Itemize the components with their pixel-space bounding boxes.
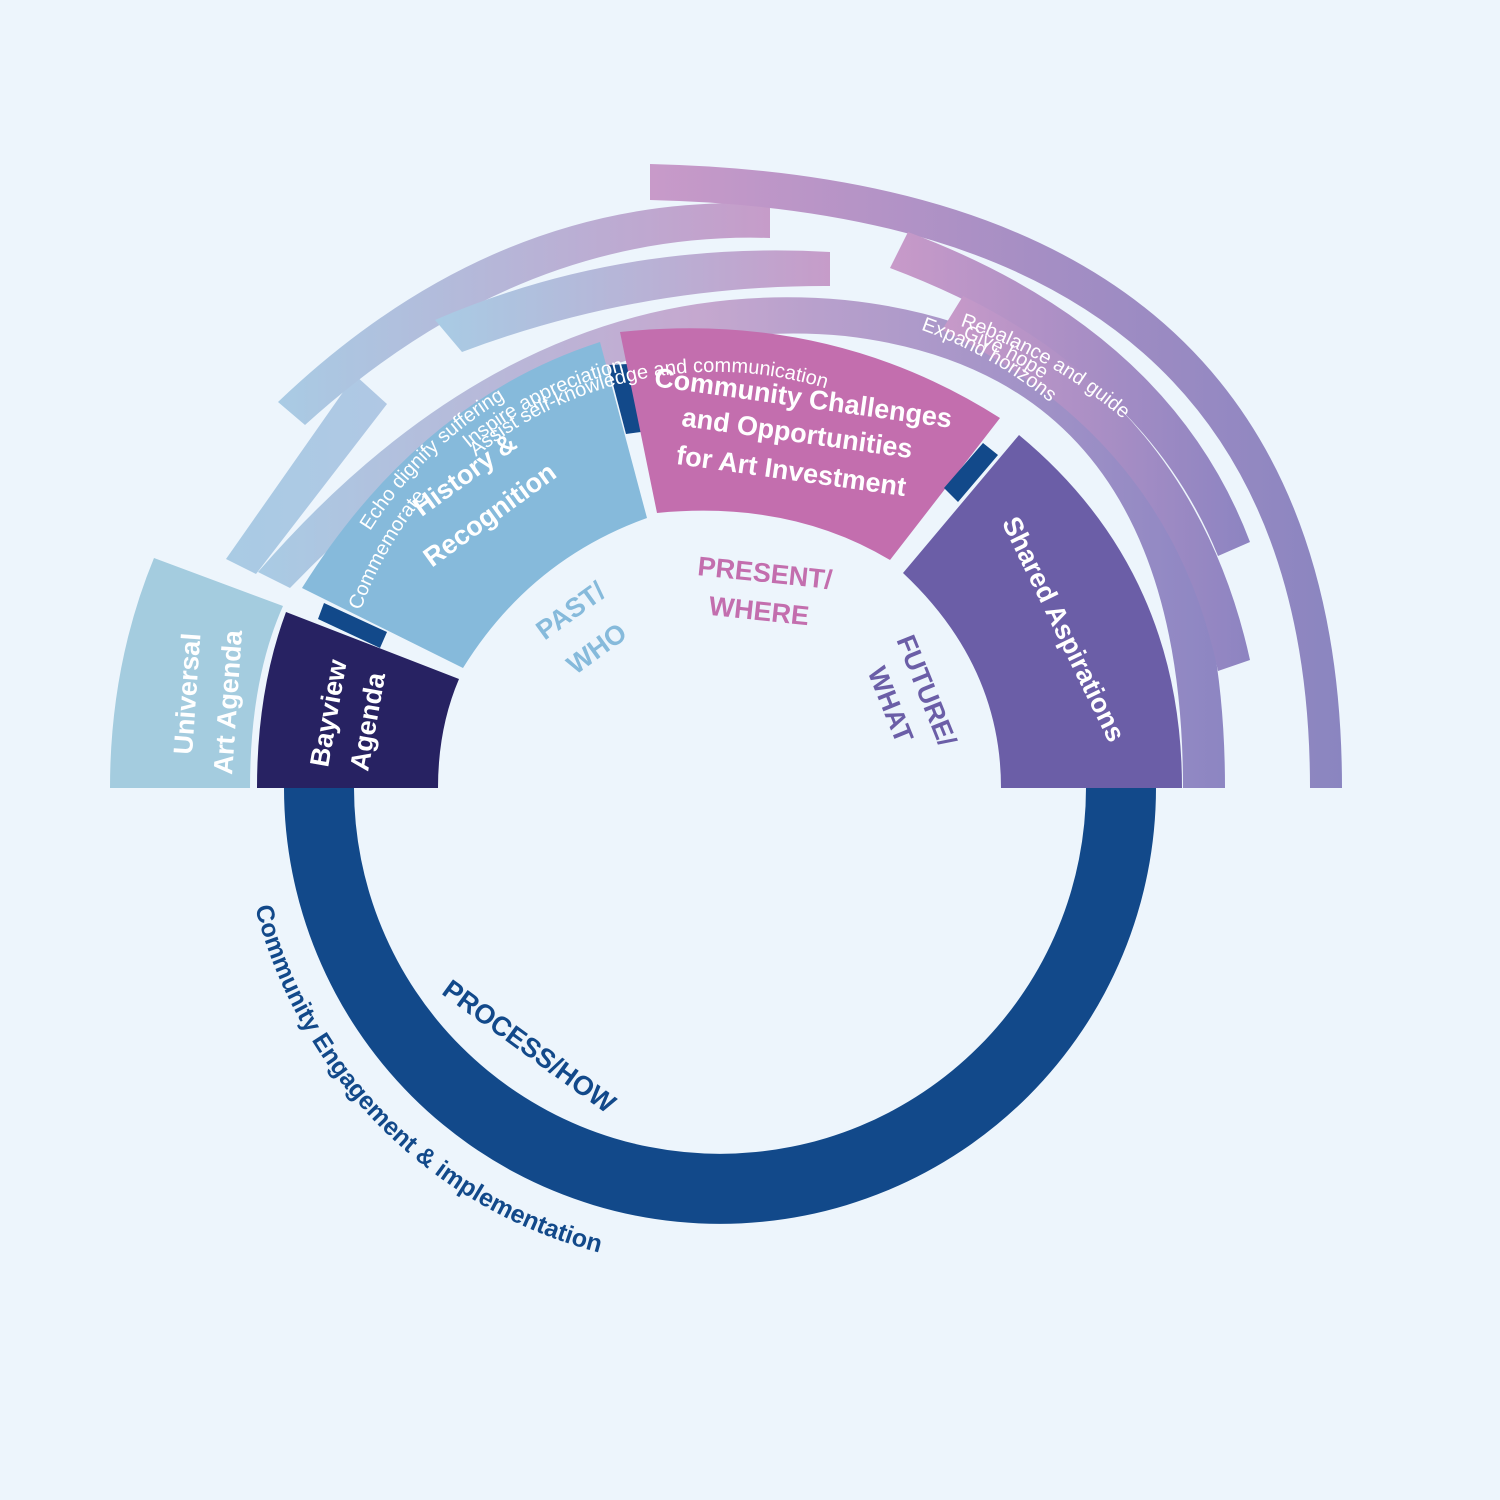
orientation-labels: PAST/ WHO PRESENT/ WHERE FUTURE/ WHAT PR… [437,551,962,1119]
arc-commemorate [226,375,387,574]
connector-history-present [608,364,641,434]
arc-expand-horizons [942,296,1250,671]
segment-history-recognition [302,342,647,668]
arc-echo-dignify-suffering [278,203,770,425]
connector-bayview-history [318,603,387,648]
segment-universal-art-agenda [110,558,283,788]
segment-bayview-agenda [257,612,459,788]
arc-give-hope [890,232,1250,556]
segment-shared-aspirations [903,435,1182,788]
main-segments [110,328,1182,788]
process-ring [284,788,1156,1224]
connector-present-future [944,443,998,502]
outer-arcs [226,164,1342,788]
arc-inspire-appreciation [435,250,830,352]
segment-community-challenges [620,328,1000,560]
present-label: PRESENT/ [696,551,834,595]
present-label-2: WHERE [707,591,810,631]
